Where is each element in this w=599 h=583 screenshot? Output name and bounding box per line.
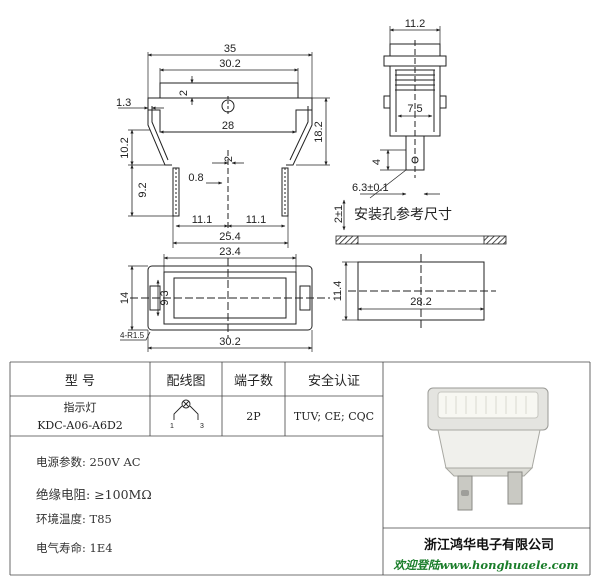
side-view-dimensions: [342, 28, 441, 231]
dim-11-2: 11.2: [405, 18, 426, 30]
cutout-labels: 11.4 28.2: [332, 281, 432, 308]
spec-life-label: 电气寿命:: [36, 541, 86, 555]
dim-6-3: 6.3±0.1: [352, 182, 389, 194]
front-view: [128, 52, 330, 248]
dim-10-2: 10.2: [119, 137, 131, 158]
side-view-labels: 11.2 7.5 4 6.3±0.1 2±1: [333, 18, 425, 223]
dim-9-2: 9.2: [137, 182, 149, 197]
dim-18-2: 18.2: [313, 121, 325, 142]
dim-25-4: 25.4: [219, 231, 240, 243]
spec-power: 电源参数: 250V AC: [36, 454, 141, 470]
dim-14: 14: [119, 292, 131, 304]
dim-11-4: 11.4: [332, 281, 344, 302]
dim-9-3: 9.3: [159, 290, 171, 305]
dim-11-1-left: 11.1: [192, 214, 213, 226]
radius-note: 4-R1.5: [120, 331, 145, 340]
spec-temperature-label: 环境温度:: [36, 512, 86, 526]
spec-insulation: 绝缘电阻: ≥100MΩ: [36, 484, 152, 503]
dim-28: 28: [222, 120, 234, 132]
dim-30-2-bottom: 30.2: [219, 336, 240, 348]
spec-life: 电气寿命: 1E4: [36, 540, 113, 556]
spec-temperature: 环境温度: T85: [36, 511, 112, 527]
spec-insulation-value: ≥100MΩ: [94, 487, 152, 502]
product-model: KDC-A06-A6D2: [37, 418, 123, 432]
panel-section: [335, 235, 507, 245]
terminal-count: 2P: [246, 409, 261, 423]
header-terminals: 端子数: [233, 373, 273, 389]
dim-11-1-right: 11.1: [246, 214, 267, 226]
cutout-dimensions: [344, 261, 485, 321]
dim-2-tolerance: 2±1: [333, 205, 345, 223]
header-certification: 安全认证: [307, 373, 360, 389]
wiring-pin-3: 3: [200, 423, 204, 430]
wiring-diagram: 1 3: [170, 399, 204, 430]
certification-value: TUV; CE; CQC: [293, 409, 375, 423]
spec-insulation-label: 绝缘电阻:: [36, 487, 91, 502]
dim-2-pin: 2: [223, 156, 235, 162]
company-name: 浙江鸿华电子有限公司: [423, 538, 554, 553]
top-view-labels: 23.4 14 9.3 4-R1.5 30.2: [119, 246, 241, 348]
top-view: [128, 254, 330, 352]
spec-power-label: 电源参数:: [36, 455, 86, 469]
panel-note: 安装孔参考尺寸: [354, 206, 452, 223]
product-name: 指示灯: [63, 401, 97, 414]
front-view-dimensions: [118, 53, 328, 245]
top-view-dimensions: [120, 256, 313, 350]
dim-0-8: 0.8: [188, 172, 203, 184]
header-model: 型 号: [64, 373, 96, 389]
table-grid: [9, 361, 591, 576]
dim-23-4: 23.4: [219, 246, 240, 258]
side-view: [369, 26, 447, 199]
cutout-view: [342, 254, 496, 328]
dim-30-2: 30.2: [219, 58, 240, 70]
header-wiring: 配线图: [166, 373, 206, 389]
dim-2-top: 2: [178, 90, 190, 96]
spec-temperature-value: T85: [89, 512, 112, 526]
dim-28-2: 28.2: [410, 296, 431, 308]
front-view-labels: 35 30.2 2 1.3 28 18.2 10.2 2 0.8 9.2 11.…: [116, 43, 325, 243]
product-photo: [427, 387, 549, 511]
wiring-pin-1: 1: [170, 423, 174, 430]
dim-35: 35: [224, 43, 236, 55]
spec-life-value: 1E4: [89, 541, 113, 555]
spec-power-value: 250V AC: [89, 455, 141, 469]
dim-7-5: 7.5: [407, 103, 422, 115]
dim-1-3: 1.3: [116, 97, 131, 109]
website-link[interactable]: 欢迎登陆www.honghuaele.com: [393, 558, 579, 572]
dim-4: 4: [371, 159, 383, 165]
